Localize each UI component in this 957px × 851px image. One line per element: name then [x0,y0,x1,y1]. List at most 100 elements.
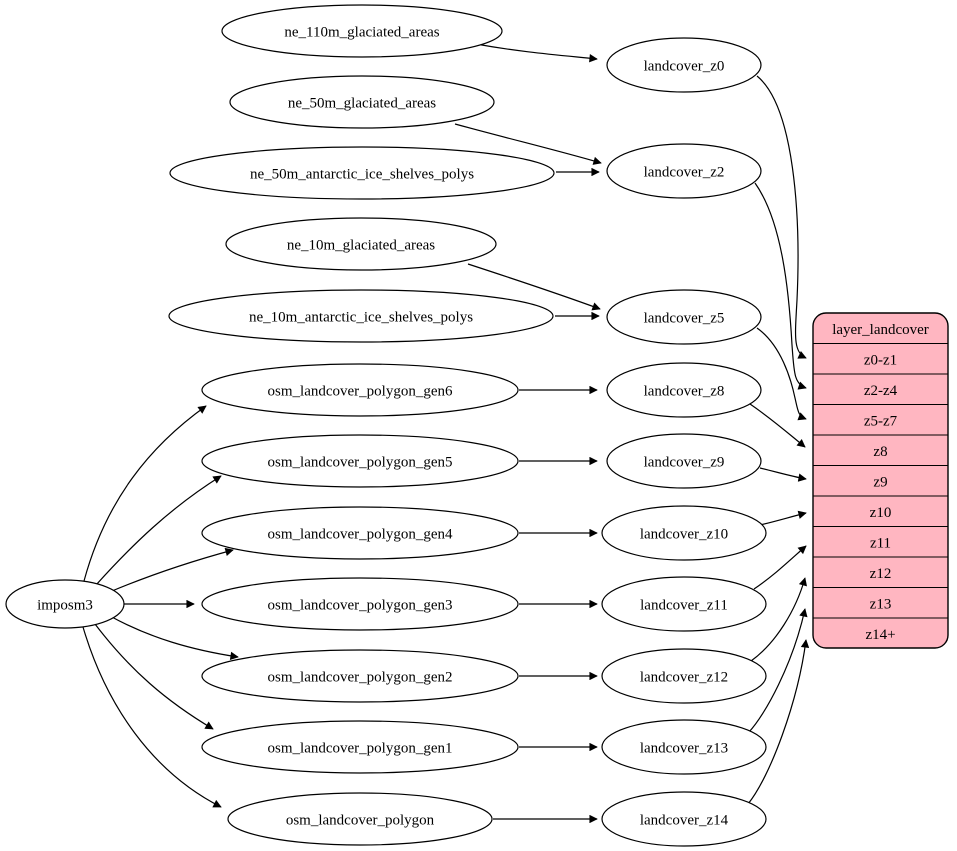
table-row-label: z12 [870,566,892,582]
node-landcover_z11: landcover_z11 [601,576,767,632]
node-label: landcover_z10 [640,526,728,542]
node-shape [606,362,762,418]
node-label: osm_landcover_polygon [286,812,435,828]
node-shape [201,649,519,703]
node-landcover_z10: landcover_z10 [601,505,767,561]
edge-imposm3-to-osm_landcover_polygon_gen6 [83,405,207,582]
node-landcover_z12: landcover_z12 [601,648,767,704]
node-osm_landcover_polygon_gen1: osm_landcover_polygon_gen1 [201,720,519,774]
node-shape [606,143,762,199]
node-shape [201,720,519,774]
edge-landcover_z8-to-row-z8 [749,403,806,448]
node-shape [201,577,519,631]
node-ne_10m_antarctic_ice_shelves_polys: ne_10m_antarctic_ice_shelves_polys [168,289,554,343]
edge-landcover_z14-to-row-z14plus [747,639,810,805]
node-ne_50m_glaciated_areas: ne_50m_glaciated_areas [229,75,495,129]
node-label: osm_landcover_polygon_gen5 [268,454,453,470]
node-label: landcover_z2 [644,164,725,180]
edge-landcover_z13-to-row-z13 [748,608,808,733]
node-label: osm_landcover_polygon_gen3 [268,597,453,613]
node-label: osm_landcover_polygon_gen1 [268,740,453,756]
edge-imposm3-to-osm_landcover_polygon_gen2 [109,615,239,661]
node-landcover_z14: landcover_z14 [601,791,767,847]
node-osm_landcover_polygon_gen4: osm_landcover_polygon_gen4 [201,506,519,560]
table-row-label: z0-z1 [864,352,897,368]
table-row-label: z14+ [865,627,895,643]
table-row-label: z8 [873,444,887,460]
node-ne_10m_glaciated_areas: ne_10m_glaciated_areas [225,217,497,271]
edge-imposm3-to-osm_landcover_polygon_gen4 [111,547,234,592]
node-shape [601,505,767,561]
node-label: ne_50m_glaciated_areas [288,95,436,111]
edge-landcover_z10-to-row-z10 [759,510,807,526]
node-landcover_z9: landcover_z9 [606,433,762,489]
node-ne_110m_glaciated_areas: ne_110m_glaciated_areas [221,4,503,58]
node-label: landcover_z8 [644,383,725,399]
edge-landcover_z5-to-row-z5-z7 [756,327,807,421]
layer-table-body [812,312,949,649]
node-landcover_z2: landcover_z2 [606,143,762,199]
node-shape [229,75,495,129]
node-shape [601,719,767,775]
node-landcover_z0: landcover_z0 [606,37,762,93]
node-shape [606,37,762,93]
node-shape [601,648,767,704]
table-row-label: z13 [870,596,892,612]
node-shape [601,576,767,632]
edge-landcover_z12-to-row-z12 [750,577,807,662]
table-row-label: z11 [870,535,891,551]
node-label: ne_10m_antarctic_ice_shelves_polys [249,309,473,325]
node-label: imposm3 [37,597,93,613]
node-ne_50m_antarctic_ice_shelves_polys: ne_50m_antarctic_ice_shelves_polys [169,146,555,200]
table-title: layer_landcover [832,322,929,338]
node-label: ne_110m_glaciated_areas [284,24,439,40]
node-osm_landcover_polygon_gen2: osm_landcover_polygon_gen2 [201,649,519,703]
node-shape [169,146,555,200]
node-label: ne_50m_antarctic_ice_shelves_polys [250,166,474,182]
edge-ne_50m_glaciated_areas-to-landcover_z2 [454,123,602,165]
edge-ne_110m_glaciated_areas-to-landcover_z0 [475,43,598,63]
table-row-label: z9 [873,474,887,490]
edge-imposm3-to-osm_landcover_polygon_gen5 [95,475,222,586]
edge-landcover_z2-to-row-z2-z4 [754,182,807,390]
edge-landcover_z9-to-row-z9 [759,467,807,482]
node-label: landcover_z13 [640,740,728,756]
node-shape [225,217,497,271]
table-row-label: z2-z4 [864,383,898,399]
node-shape [606,289,762,345]
node-label: landcover_z5 [644,310,725,326]
node-shape [201,506,519,560]
edge-imposm3-to-osm_landcover_polygon [82,626,222,808]
node-label: landcover_z12 [640,669,728,685]
node-label: landcover_z9 [644,454,725,470]
node-label: landcover_z11 [640,597,728,613]
edges [82,43,810,824]
node-shape [5,579,125,629]
node-label: landcover_z14 [640,812,729,828]
node-shape [221,4,503,58]
layer-landcover-table: layer_landcover z0-z1 z2-z4 z5-z7 z8 z9 … [812,312,949,649]
node-label: osm_landcover_polygon_gen6 [268,383,453,399]
node-shape [227,792,493,846]
node-imposm3: imposm3 [5,579,125,629]
node-osm_landcover_polygon_gen6: osm_landcover_polygon_gen6 [201,363,519,417]
edge-imposm3-to-osm_landcover_polygon_gen1 [94,623,214,730]
table-row-label: z10 [870,505,892,521]
node-osm_landcover_polygon: osm_landcover_polygon [227,792,493,846]
node-landcover_z8: landcover_z8 [606,362,762,418]
edge-ne_10m_glaciated_areas-to-landcover_z5 [467,263,601,311]
node-landcover_z13: landcover_z13 [601,719,767,775]
node-label: osm_landcover_polygon_gen4 [268,526,453,542]
node-landcover_z5: landcover_z5 [606,289,762,345]
node-shape [606,433,762,489]
node-label: ne_10m_glaciated_areas [287,237,435,253]
edge-landcover_z0-to-row-z0-z1 [756,75,807,359]
edge-landcover_z11-to-row-z11 [753,545,807,590]
node-osm_landcover_polygon_gen5: osm_landcover_polygon_gen5 [201,434,519,488]
node-shape [201,363,519,417]
node-shape [601,791,767,847]
node-osm_landcover_polygon_gen3: osm_landcover_polygon_gen3 [201,577,519,631]
node-shape [201,434,519,488]
